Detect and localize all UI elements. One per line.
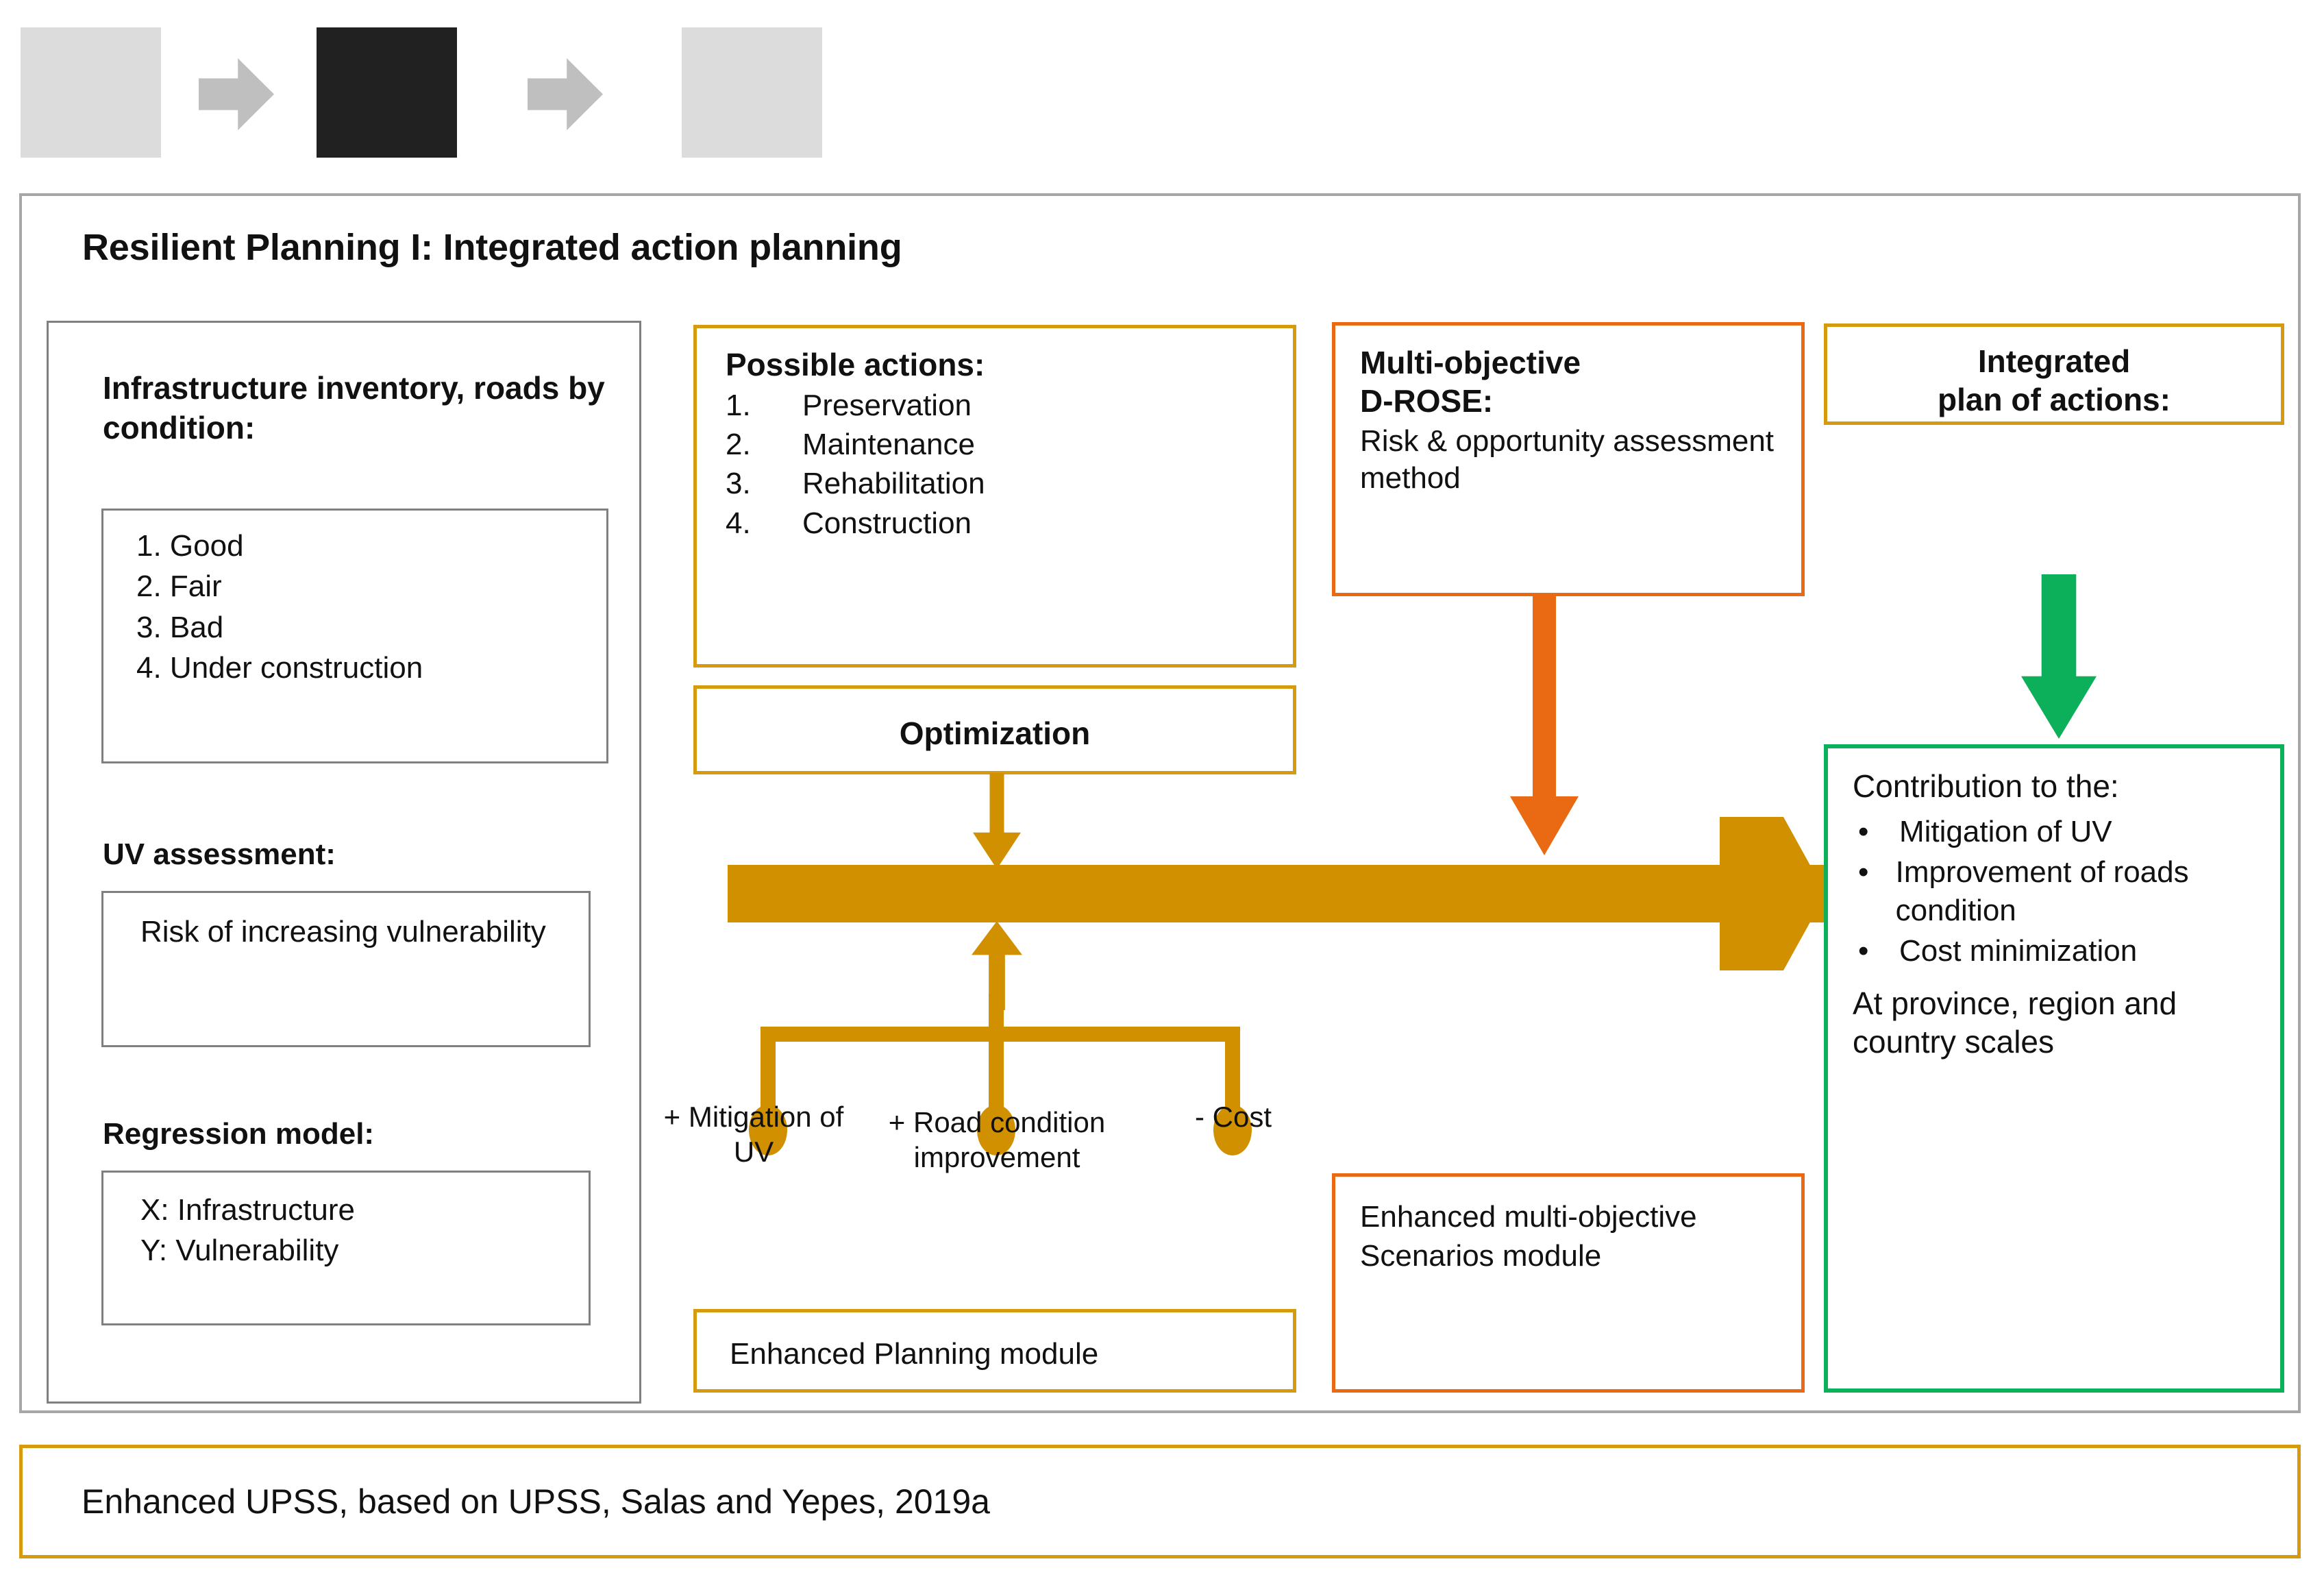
list-item: 3. Bad <box>136 610 224 644</box>
objectives-connector-right <box>1225 1027 1240 1117</box>
possible-actions-heading-suffix: actions: <box>863 347 985 382</box>
footer-citation-text: Enhanced UPSS, based on UPSS, Salas and … <box>82 1482 990 1521</box>
process-flow-arrow-shaft <box>728 865 1824 922</box>
list-item: 2. Fair <box>136 570 222 604</box>
road-condition-list: 1. Good 2. Fair 3. Bad 4. Under construc… <box>103 511 606 689</box>
enhanced-planning-module-box: Enhanced Planning module <box>693 1309 1296 1393</box>
d-rose-subtitle: Risk & opportunity assessment method <box>1360 424 1775 495</box>
list-item: 1. Good <box>136 529 244 563</box>
list-item-label: Construction <box>802 506 972 540</box>
enhanced-planning-module-label: Enhanced Planning module <box>730 1337 1099 1371</box>
list-item-label: Improvement of roads condition <box>1895 855 2189 927</box>
enhanced-scenarios-module-box: Enhanced multi-objective Scenarios modul… <box>1332 1173 1805 1393</box>
arrow-down-icon <box>1533 596 1556 805</box>
list-item: • Cost minimization <box>1858 932 2280 970</box>
page-title: Resilient Planning I: Integrated action … <box>82 227 902 268</box>
possible-actions-heading: Possible actions: <box>697 328 1293 383</box>
objectives-connector-left <box>761 1027 776 1117</box>
integrated-plan-line1: Integrated <box>1977 343 2131 379</box>
list-item-label: Rehabilitation <box>802 467 985 501</box>
integrated-plan-line2: plan of actions: <box>1938 382 2171 418</box>
possible-actions-list: 1. Preservation 2. Maintenance 3. Rehabi… <box>697 383 1293 543</box>
list-item-label: Mitigation of UV <box>1899 815 2112 848</box>
objective-node-dot <box>1213 1105 1252 1155</box>
list-item: Y: Vulnerability <box>140 1233 339 1267</box>
d-rose-heading-line1: Multi-objective <box>1360 345 1581 380</box>
list-item-number: 3. <box>726 467 751 501</box>
road-condition-box: 1. Good 2. Fair 3. Bad 4. Under construc… <box>101 509 608 763</box>
uv-assessment-box: Risk of increasing vulnerability <box>101 891 591 1047</box>
contribution-list: • Mitigation of UV • Improvement of road… <box>1828 805 2280 970</box>
optimization-box: Optimization <box>693 685 1296 774</box>
list-item: • Improvement of roads condition <box>1858 853 2280 929</box>
regression-model-list: X: Infrastructure Y: Vulnerability <box>103 1173 589 1271</box>
arrow-right-icon <box>528 58 603 130</box>
list-item-label: Cost minimization <box>1899 934 2138 968</box>
arrow-right-icon <box>199 58 274 130</box>
list-item: 4. Construction <box>726 504 1293 543</box>
list-item: 2. Maintenance <box>726 425 1293 464</box>
list-item-label: Maintenance <box>802 428 975 462</box>
list-item-number: 1. <box>726 389 751 422</box>
uv-assessment-text: Risk of increasing vulnerability <box>140 915 546 948</box>
bullet-icon: • <box>1858 934 1869 968</box>
list-item-label: Preservation <box>802 389 972 422</box>
d-rose-heading-line2: D-ROSE <box>1360 383 1483 419</box>
objective-node-dot <box>977 1105 1015 1155</box>
regression-model-heading: Regression model: <box>103 1117 375 1151</box>
bullet-icon: • <box>1858 855 1869 890</box>
objectives-connector-middle <box>989 994 1004 1117</box>
list-item: 3. Rehabilitation <box>726 464 1293 503</box>
list-item: 4. Under construction <box>136 651 423 685</box>
infrastructure-inventory-heading: Infrastructure inventory, roads by condi… <box>103 370 605 445</box>
uv-assessment-heading: UV assessment: <box>103 837 336 871</box>
bullet-icon: • <box>1858 815 1869 848</box>
progress-step-2-active <box>317 27 457 158</box>
enhanced-scenarios-module-label: Enhanced multi-objective Scenarios modul… <box>1360 1200 1697 1273</box>
footer-box: Enhanced UPSS, based on UPSS, Salas and … <box>19 1445 2301 1558</box>
regression-model-box: X: Infrastructure Y: Vulnerability <box>101 1171 591 1325</box>
list-item-number: 2. <box>726 428 751 462</box>
list-item: X: Infrastructure <box>140 1193 356 1227</box>
list-item: • Mitigation of UV <box>1858 813 2280 850</box>
list-item-number: 4. <box>726 506 751 540</box>
progress-step-3 <box>682 27 822 158</box>
progress-strip <box>0 0 856 178</box>
progress-step-1 <box>21 27 161 158</box>
contribution-heading: Contribution to the: <box>1853 768 2119 804</box>
d-rose-heading-colon: : <box>1482 383 1494 419</box>
contribution-box: Contribution to the: • Mitigation of UV … <box>1824 744 2284 1393</box>
list-item: 1. Preservation <box>726 386 1293 425</box>
contribution-scales-text: At province, region and country scales <box>1853 985 2177 1060</box>
objective-label-cost: - Cost <box>1194 1101 1272 1133</box>
objective-node-dot <box>749 1105 787 1155</box>
objective-label-mitigation: + Mitigation of UV <box>663 1101 844 1168</box>
objective-label-road-condition: + Road condition improvement <box>888 1106 1106 1174</box>
optimization-label: Optimization <box>899 715 1091 751</box>
possible-actions-box: Possible actions: 1. Preservation 2. Mai… <box>693 325 1296 668</box>
possible-actions-heading-prefix: Possible <box>726 347 864 382</box>
